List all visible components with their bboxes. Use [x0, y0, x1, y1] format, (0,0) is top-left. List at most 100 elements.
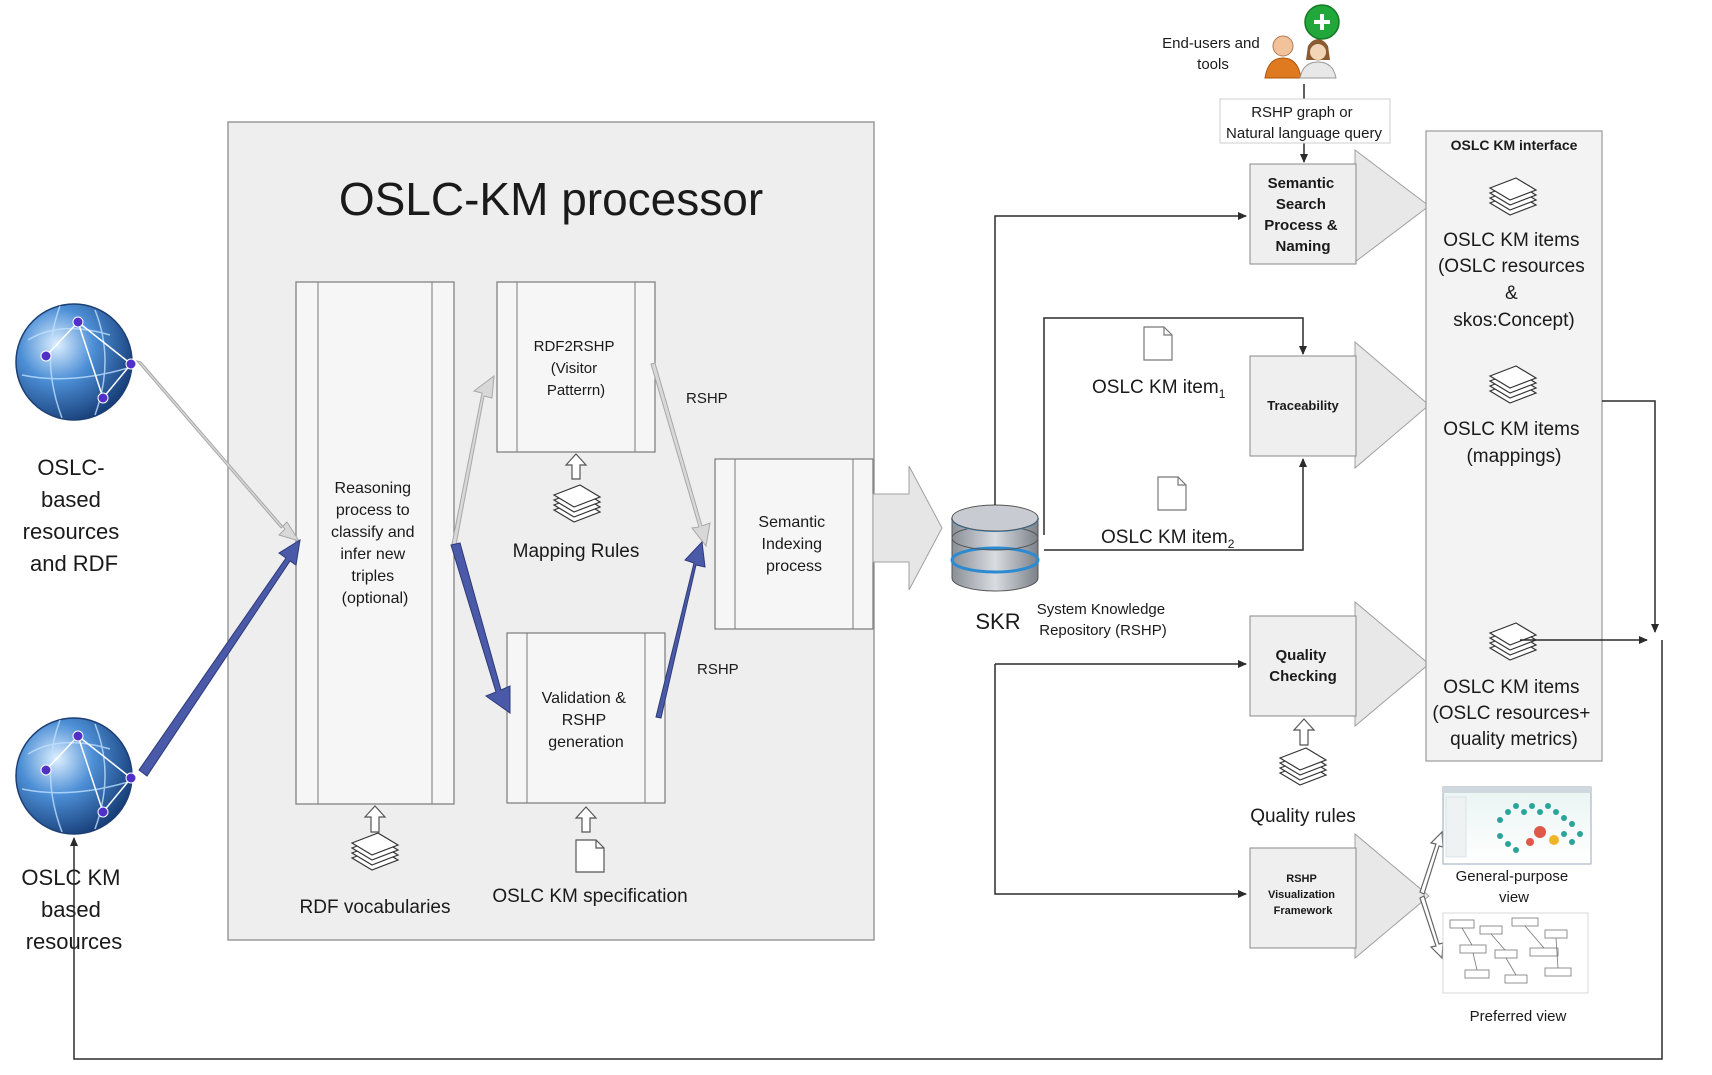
grey-flow-arrows	[135, 360, 711, 548]
processor-title: OSLC-KM processor	[339, 173, 763, 225]
skr-label: SKR	[975, 609, 1020, 634]
rdf2rshp-box: RDF2RSHP (Visitor Patterrn)	[496, 281, 656, 453]
quality-line2: Checking	[1269, 668, 1337, 685]
preferred-view-label: Preferred view	[1470, 1008, 1567, 1025]
preferred-view-thumbnail	[1442, 912, 1589, 994]
search-line3: Process &	[1264, 217, 1338, 234]
skr-desc-line1: System Knowledge	[1037, 601, 1165, 618]
svg-text:RDF2RSHP (Visitor: RDF2RSHP (Visitor Patterrn)	[534, 338, 619, 399]
query-line2: Natural language query	[1226, 125, 1382, 142]
svg-text:OSLC KM items (mappings): OSLC KM items (mappings)	[1443, 419, 1584, 467]
skr-desc-line2: Repository (RSHP)	[1039, 622, 1167, 639]
svg-text:OSLC- based resources: OSLC- based resources and RDF	[23, 455, 126, 576]
arrow-reasoning-to-rdf2rshp	[451, 374, 495, 546]
arrow-rdf-to-reasoning	[135, 360, 301, 542]
visualization-line3: Framework	[1274, 905, 1334, 917]
svg-text:Validation & RSHP: Validation & RSHP generation	[542, 690, 631, 751]
edge-label-rshp-top: RSHP	[686, 390, 728, 407]
arrow-to-preferred-view	[1419, 895, 1444, 960]
general-view-thumbnail	[1442, 786, 1592, 865]
globe-icon-rdf	[15, 303, 137, 421]
visualization-line2: Visualization	[1268, 889, 1335, 901]
semantic-indexing-box: Semantic Indexing process	[714, 458, 874, 630]
small-up-arrows	[363, 453, 598, 833]
rdf-input-line3: resources	[23, 519, 120, 544]
validation-line2: RSHP	[562, 712, 606, 729]
arrow-validation-to-indexing	[655, 540, 706, 719]
search-line1: Semantic	[1268, 175, 1335, 192]
up-arrow-quality-rules	[1292, 718, 1316, 746]
stack-icon-interface-1	[1488, 177, 1538, 216]
interface-g3-line3: quality metrics)	[1450, 729, 1578, 750]
blue-flow-arrows	[138, 538, 706, 777]
reasoning-line4: infer new	[340, 546, 405, 563]
document-icon-item1	[1143, 326, 1173, 361]
trace-item2-label: OSLC KM item2	[1101, 527, 1235, 551]
document-icon-item2	[1157, 476, 1187, 511]
trace-item1-label: OSLC KM item1	[1092, 377, 1226, 401]
line-skr-to-traceability-bottom	[1044, 458, 1307, 551]
line-feedback-to-km-resources	[70, 640, 1663, 1060]
km-input-line2: based	[41, 897, 101, 922]
rdf2rshp-line1: RDF2RSHP	[534, 338, 615, 355]
general-view-line2: view	[1499, 889, 1529, 906]
general-view-line1: General-purpose	[1456, 868, 1569, 885]
validation-line3: generation	[548, 734, 624, 751]
validation-box: Validation & RSHP generation	[506, 632, 666, 804]
stack-icon-mapping	[552, 484, 602, 523]
interface-g3-line2: (OSLC resources+	[1432, 703, 1590, 724]
line-skr-to-search	[994, 212, 1247, 505]
rdf2rshp-line2: (Visitor	[551, 360, 597, 377]
svg-text:System Knowledge Repositor: System Knowledge Repository (RSHP)	[1037, 601, 1170, 639]
svg-text:General-purpose view: General-purpose view	[1456, 868, 1573, 906]
interface-g1-line3: &	[1505, 283, 1518, 304]
document-icon-specification	[575, 839, 605, 873]
up-arrow-specification	[574, 806, 598, 833]
rdf-input-line4: and RDF	[30, 551, 118, 576]
stack-icon-interface-2	[1488, 365, 1538, 404]
semantic-search-box: Semantic Search Process & Naming	[1249, 148, 1430, 265]
stack-icon-vocabularies	[350, 832, 400, 871]
globe-icon-km	[15, 717, 137, 835]
line-mappings-to-feedback	[1602, 400, 1659, 633]
rdf2rshp-line3: Patterrn)	[547, 382, 605, 399]
skr-connectors	[994, 212, 1307, 898]
stack-icon-quality-rules	[1278, 747, 1328, 786]
search-line4: Naming	[1275, 238, 1330, 255]
svg-text:OSLC KM items (OSLC resour: OSLC KM items (OSLC resources & skos:Con…	[1438, 230, 1590, 331]
indexing-line2: Indexing	[762, 536, 823, 553]
edge-label-rshp-bottom: RSHP	[697, 661, 739, 678]
svg-text:RSHP Visualization: RSHP Visualization Framework	[1268, 873, 1338, 917]
view-arrows	[1419, 830, 1444, 960]
visualization-box: RSHP Visualization Framework	[1249, 832, 1430, 960]
line-skr-to-visualization	[994, 664, 1247, 898]
svg-text:End-users and tools: End-users and tools	[1162, 35, 1264, 73]
traceability-box: Traceability	[1249, 340, 1430, 470]
interface-g2-line1: OSLC KM items	[1443, 419, 1579, 440]
visualization-line1: RSHP	[1286, 873, 1316, 885]
interface-g2-line2: (mappings)	[1466, 446, 1561, 467]
interface-g1-line1: OSLC KM items	[1443, 230, 1579, 251]
svg-text:Reasoning process to: Reasoning process to classify and infer …	[331, 480, 419, 607]
line-skr-to-traceability-top	[1043, 317, 1307, 535]
svg-text:RSHP graph or Natural lang: RSHP graph or Natural language query	[1226, 104, 1382, 142]
feedback-connectors	[70, 400, 1663, 1060]
oslc-km-specification-label: OSLC KM specification	[492, 886, 687, 907]
svg-text:OSLC KM items (OSLC resour: OSLC KM items (OSLC resources+ quality m…	[1432, 677, 1595, 750]
indexing-line3: process	[766, 558, 822, 575]
interface-g3-line1: OSLC KM items	[1443, 677, 1579, 698]
query-line1: RSHP graph or	[1251, 104, 1352, 121]
database-icon-skr	[950, 504, 1040, 592]
validation-line1: Validation &	[542, 690, 627, 707]
search-line2: Search	[1276, 196, 1326, 213]
arrow-reasoning-to-validation	[450, 542, 511, 714]
users-icon	[1264, 4, 1340, 79]
query-label-bg	[1219, 98, 1391, 144]
quality-checking-box: Quality Checking	[1249, 600, 1430, 728]
rdf-input-line2: based	[41, 487, 101, 512]
svg-text:Semantic Search Pr: Semantic Search Process & Naming	[1264, 175, 1342, 255]
quality-line1: Quality	[1275, 647, 1327, 664]
reasoning-line2: process to	[336, 502, 410, 519]
reasoning-line1: Reasoning	[335, 480, 412, 497]
